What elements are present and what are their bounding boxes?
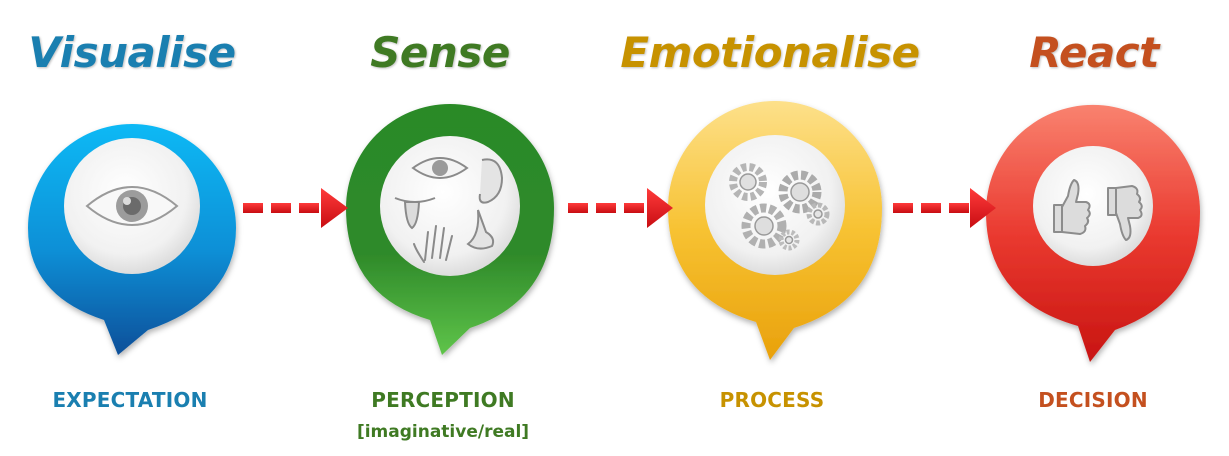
stage-label-expectation: EXPECTATION bbox=[52, 388, 208, 412]
stage-pin-visualise bbox=[28, 124, 236, 355]
stage-label-process: PROCESS bbox=[719, 388, 825, 412]
flow-arrow-3 bbox=[893, 188, 996, 228]
stage-sublabel-perception: [imaginative/real] bbox=[356, 422, 530, 442]
flow-arrow-1 bbox=[243, 188, 348, 228]
senses-icon bbox=[394, 157, 504, 263]
eye-icon bbox=[85, 186, 179, 226]
stage-label-perception: PERCEPTION bbox=[371, 388, 515, 412]
stage-label-decision: DECISION bbox=[1038, 388, 1148, 412]
stage-pin-emotionalise bbox=[668, 101, 882, 360]
stage-title-visualise: Visualise bbox=[28, 28, 236, 77]
flow-arrow-2 bbox=[568, 188, 673, 228]
stage-title-react: React bbox=[1029, 28, 1159, 77]
stage-title-emotionalise: Emotionalise bbox=[620, 28, 920, 77]
stage-pin-sense bbox=[346, 104, 554, 355]
gears-icon bbox=[729, 163, 830, 251]
thumbs-icon bbox=[1053, 179, 1143, 241]
stage-pin-react bbox=[985, 104, 1200, 362]
stage-title-sense: Sense bbox=[370, 28, 510, 77]
